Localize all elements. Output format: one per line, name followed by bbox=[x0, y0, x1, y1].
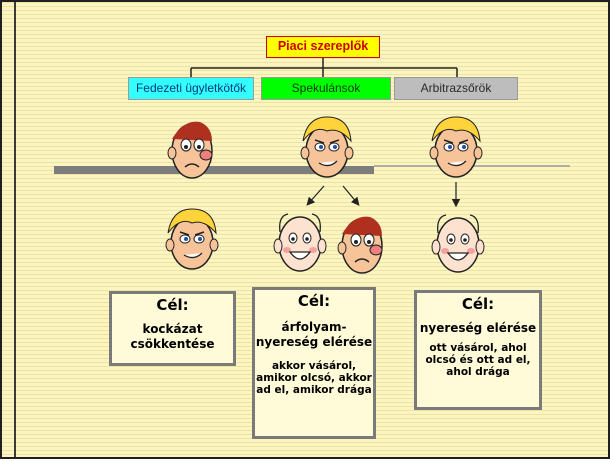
category-hedgers: Fedezeti ügyletkötők bbox=[128, 77, 254, 100]
goal-description: árfolyam-nyereség elérése bbox=[255, 320, 373, 349]
goal-title: Cél: bbox=[461, 295, 495, 313]
left-rule bbox=[14, 2, 16, 457]
goal-title: Cél: bbox=[297, 292, 331, 310]
thick-divider bbox=[54, 166, 374, 174]
goal-box-hedgers: Cél: kockázat csökkentése bbox=[109, 291, 236, 366]
goal-description: kockázat csökkentése bbox=[130, 322, 215, 351]
goal-title: Cél: bbox=[156, 296, 189, 314]
goal-description: nyereség elérése bbox=[419, 321, 537, 335]
category-arbitrageurs: Arbitrazsőrök bbox=[394, 77, 518, 100]
goal-box-speculators: Cél: árfolyam-nyereség elérése akkor vás… bbox=[252, 287, 376, 439]
goal-detail: akkor vásárol, amikor olcsó, akkor ad el… bbox=[256, 360, 372, 396]
root-node: Piaci szereplők bbox=[266, 36, 380, 58]
category-speculators: Spekulánsok bbox=[261, 77, 391, 100]
goal-box-arbitrageurs: Cél: nyereség elérése ott vásárol, ahol … bbox=[414, 290, 542, 410]
goal-detail: ott vásárol, ahol olcsó és ott ad el, ah… bbox=[425, 342, 531, 378]
